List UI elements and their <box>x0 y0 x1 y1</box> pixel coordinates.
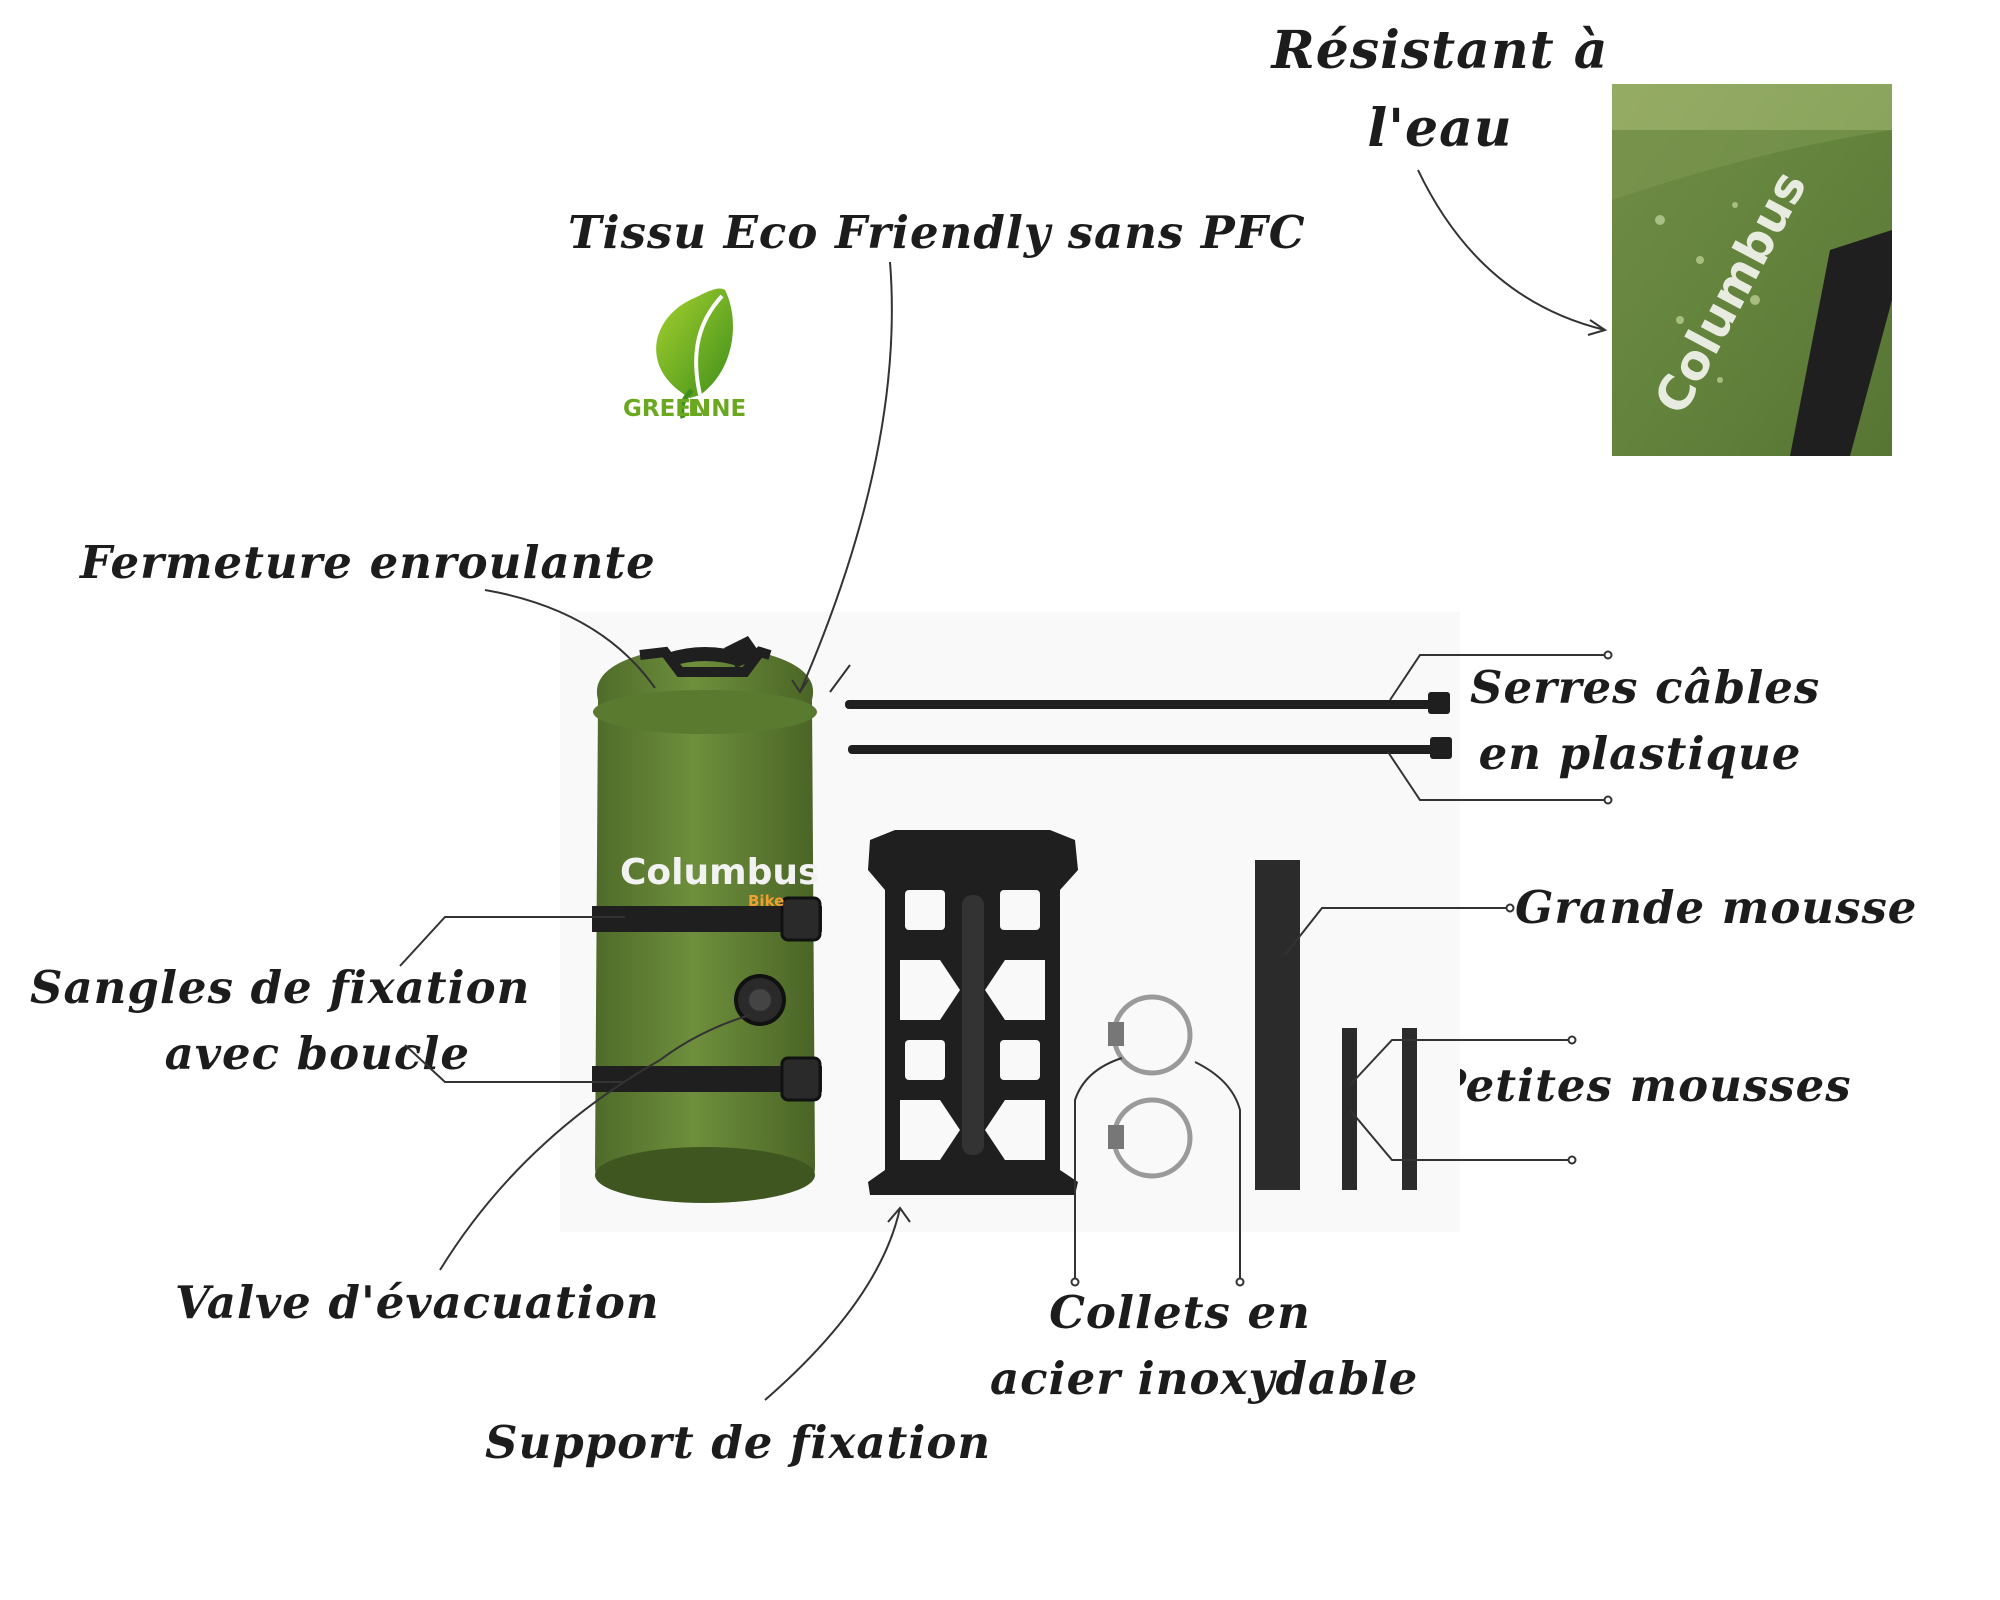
arrow-fabric <box>799 261 893 693</box>
label-straps: Sangles de fixation avec boucle <box>30 955 531 1087</box>
strap-buckle-bottom <box>780 1056 822 1102</box>
mount-support <box>868 830 1078 1195</box>
small-foam-2 <box>1402 1028 1417 1190</box>
label-large-foam: Grande mousse <box>1515 881 1918 934</box>
cable-tie-1 <box>845 700 1445 709</box>
roll-top-handle <box>639 646 772 677</box>
label-roll-closure: Fermeture enroulante <box>80 536 656 589</box>
bag-brand-sub: Bike <box>748 892 784 910</box>
small-foam-1 <box>1342 1028 1357 1190</box>
label-eco-fabric: Tissu Eco Friendly sans PFC <box>568 206 1306 259</box>
greenline-text-left: GREEN <box>623 396 710 422</box>
label-drain-valve: Valve d'évacuation <box>175 1276 660 1329</box>
line-collar-2 <box>1194 1061 1241 1280</box>
cable-tie-2 <box>848 745 1448 754</box>
greenline-text-right: LINE <box>688 396 746 422</box>
annotation-dots <box>1070 650 1613 1287</box>
label-steel-collars: Collets en acier inoxydable <box>990 1280 1419 1412</box>
label-small-foams: Petites mousses <box>1432 1059 1852 1112</box>
label-straps-line-2: avec boucle <box>164 1027 470 1080</box>
line-collar-1 <box>1074 1057 1123 1280</box>
line-tie-1 <box>1389 654 1608 701</box>
label-water-line-1: Résistant à <box>1271 20 1609 81</box>
annotation-lines <box>399 169 1608 1401</box>
line-strap-top <box>399 916 625 967</box>
label-cable-ties: Serres câbles en plastique <box>1470 655 1821 787</box>
label-collars-line-1: Collets en <box>1049 1286 1311 1339</box>
label-mount-support: Support de fixation <box>485 1416 992 1469</box>
label-water-line-2: l'eau <box>1367 98 1513 159</box>
label-ties-line-2: en plastique <box>1478 727 1802 780</box>
label-collars-line-2: acier inoxydable <box>990 1352 1419 1405</box>
arrow-rolltop <box>484 589 656 689</box>
dry-bag: Columbus Bike <box>592 636 822 1203</box>
line-large-foam <box>1284 907 1508 956</box>
line-tie-2 <box>1387 751 1608 801</box>
water-resistant-photo: Columbus <box>1612 84 1892 456</box>
label-water-resistant: Résistant à l'eau <box>1250 12 1630 168</box>
label-straps-line-1: Sangles de fixation <box>30 961 531 1014</box>
arrow-water <box>1417 169 1606 331</box>
bag-brand-text: Columbus <box>620 852 819 893</box>
roll-top-buckle <box>724 636 762 668</box>
steel-collars <box>1108 994 1193 1179</box>
photo-strap <box>1790 230 1892 456</box>
label-ties-line-1: Serres câbles <box>1470 661 1821 714</box>
large-foam <box>1255 860 1300 1190</box>
arrow-support <box>764 1207 901 1401</box>
line-small-foam-2 <box>1349 1109 1570 1161</box>
cable-ties <box>845 692 1452 759</box>
strap-buckle-top <box>780 896 822 942</box>
arrow-valve <box>439 1014 751 1271</box>
line-small-foam-1 <box>1349 1039 1570 1086</box>
greenline-logo: GREEN LINE <box>623 288 746 422</box>
line-strap-bottom <box>404 1044 625 1083</box>
